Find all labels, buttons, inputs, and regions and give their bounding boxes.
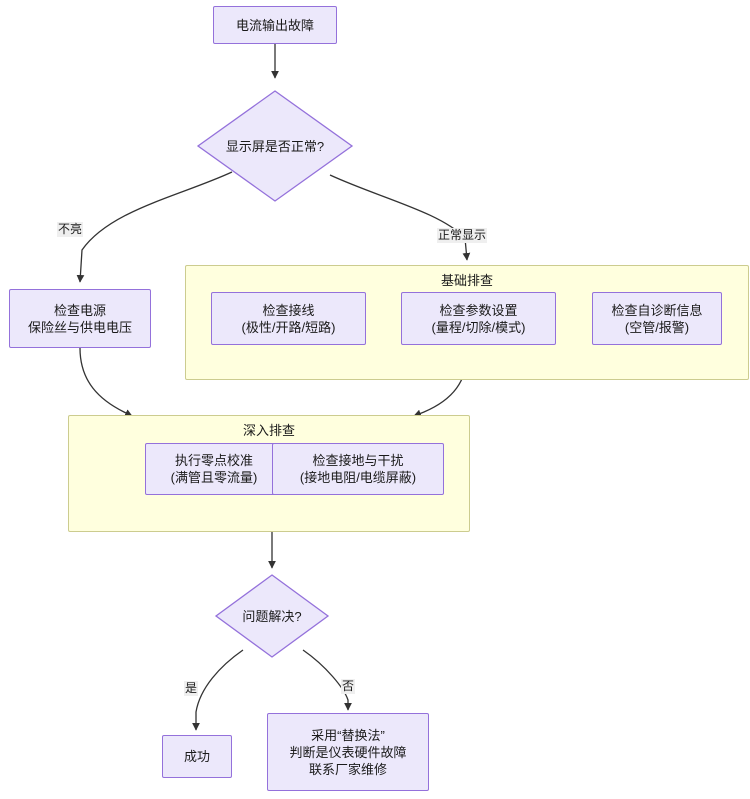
edge-label-not-lit: 不亮 <box>57 222 84 237</box>
node-zero-calibration-line-1: 执行零点校准 <box>174 453 253 468</box>
node-success[interactable]: 成功 <box>162 735 232 778</box>
node-zero-calibration-line-2: (满管且零流量) <box>170 470 258 485</box>
node-check-self-diagnosis[interactable]: 检查自诊断信息 (空管/报警) <box>592 292 722 345</box>
cluster-basic-label: 基础排查 <box>440 273 493 288</box>
node-zero-calibration[interactable]: 执行零点校准 (满管且零流量) <box>145 443 283 495</box>
edge-power-to-deep <box>79 347 133 417</box>
node-check-wiring-line-1: 检查接线 <box>262 302 315 318</box>
node-check-power-line-1: 检查电源 <box>53 302 106 318</box>
node-check-parameters[interactable]: 检查参数设置 (量程/切除/模式) <box>401 292 556 345</box>
node-check-parameters-line-1: 检查参数设置 <box>439 302 518 318</box>
node-decision-display-label: 显示屏是否正常? <box>225 138 325 154</box>
node-check-power-line-2: 保险丝与供电电压 <box>27 319 132 335</box>
node-check-grounding[interactable]: 检查接地与干扰 (接地电阻/电缆屏蔽) <box>272 443 444 495</box>
diamond-shape-display <box>196 90 354 202</box>
node-check-wiring[interactable]: 检查接线 (极性/开路/短路) <box>211 292 366 345</box>
node-success-line-1: 成功 <box>183 749 210 764</box>
node-check-wiring-line-2: (极性/开路/短路) <box>241 319 336 335</box>
node-check-self-diagnosis-line-2: (空管/报警) <box>624 319 690 335</box>
node-check-grounding-line-2: (接地电阻/电缆屏蔽) <box>299 470 417 485</box>
node-replacement-method-line-3: 联系厂家维修 <box>308 761 387 777</box>
cluster-deep-label: 深入排查 <box>242 423 295 438</box>
edge-label-normal-display: 正常显示 <box>437 228 488 243</box>
node-decision-problem-solved[interactable]: 问题解决? <box>214 574 330 658</box>
diamond-shape-solved <box>214 574 330 658</box>
edge-label-yes: 是 <box>184 681 199 696</box>
edge-solved-to-success <box>192 649 244 731</box>
node-check-parameters-line-2: (量程/切除/模式) <box>431 319 526 335</box>
node-decision-problem-solved-label: 问题解决? <box>242 608 302 624</box>
node-check-power[interactable]: 检查电源 保险丝与供电电压 <box>9 289 151 348</box>
node-start-fault[interactable]: 电流输出故障 <box>213 6 337 44</box>
node-start-fault-line-1: 电流输出故障 <box>235 17 314 33</box>
node-replacement-method[interactable]: 采用“替换法” 判断是仪表硬件故障 联系厂家维修 <box>267 713 429 791</box>
node-check-grounding-line-1: 检查接地与干扰 <box>312 453 404 468</box>
node-decision-display-normal[interactable]: 显示屏是否正常? <box>196 90 354 202</box>
node-replacement-method-line-1: 采用“替换法” <box>311 727 385 743</box>
node-replacement-method-line-2: 判断是仪表硬件故障 <box>289 744 407 760</box>
edge-label-no: 否 <box>341 679 356 694</box>
node-check-self-diagnosis-line-1: 检查自诊断信息 <box>611 302 703 318</box>
